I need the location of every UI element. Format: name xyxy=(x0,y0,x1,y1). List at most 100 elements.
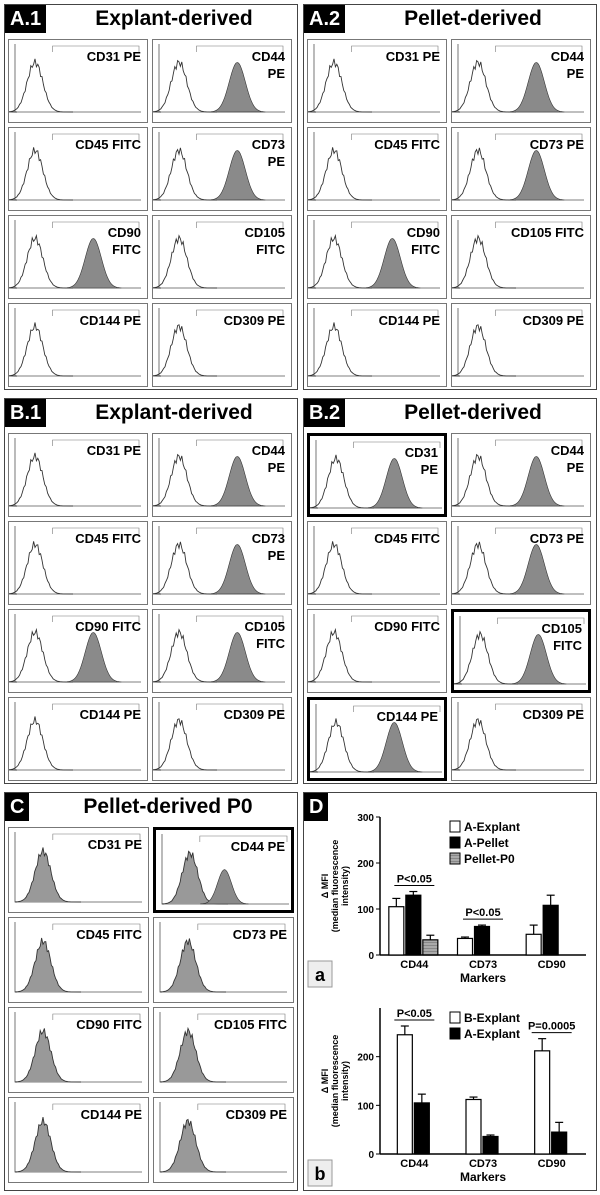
y-tick-label: 0 xyxy=(368,1150,374,1161)
histogram-plot: CD309 PE xyxy=(152,697,292,781)
x-tick-label: CD90 xyxy=(538,1158,566,1170)
x-tick-label: CD44 xyxy=(400,959,429,971)
histogram-plot: CD73 PE xyxy=(451,521,591,605)
histogram-marker-label: CD73 PE xyxy=(232,927,287,942)
legend-swatch xyxy=(449,1027,461,1040)
y-tick-label: 200 xyxy=(357,1053,374,1064)
bar xyxy=(542,904,559,956)
histogram-plot: CD309 PE xyxy=(451,303,591,387)
y-tick-label: 200 xyxy=(357,859,374,870)
bar xyxy=(388,906,405,956)
histogram-marker-label: CD44 PE xyxy=(550,49,584,81)
bar xyxy=(456,937,474,956)
histogram-marker-label: CD90 FITC xyxy=(76,1017,142,1032)
histogram-marker-label: CD45 FITC xyxy=(374,137,440,152)
histogram-plot: CD105 FITC xyxy=(451,609,591,693)
panel-b2-title: Pellet-derived xyxy=(404,401,542,424)
legend-label: A-Explant xyxy=(464,1027,520,1041)
bar xyxy=(534,1050,551,1155)
histogram-marker-label: CD144 PE xyxy=(378,313,440,328)
panel-b1-tag: B.1 xyxy=(5,399,47,427)
histogram-plot: CD73 PE xyxy=(451,127,591,211)
subpanel-label: a xyxy=(315,965,326,985)
y-axis-label: intensity) xyxy=(340,1061,350,1101)
histogram-marker-label: CD90 FITC xyxy=(374,619,440,634)
histogram-plot: CD31 PE xyxy=(307,433,447,517)
histogram-marker-label: CD31 PE xyxy=(86,49,141,64)
histogram-marker-label: CD309 PE xyxy=(223,707,285,722)
histogram-plot: CD44 PE xyxy=(152,433,292,517)
histogram-marker-label: CD144 PE xyxy=(79,707,141,722)
histogram-plot: CD73 PE xyxy=(153,917,294,1003)
histogram-marker-label: CD45 FITC xyxy=(75,137,141,152)
panel-c-title: Pellet-derived P0 xyxy=(83,795,253,818)
histogram-plot: CD45 FITC xyxy=(307,127,447,211)
x-axis-label: Markers xyxy=(460,1170,506,1184)
bar xyxy=(465,1098,482,1155)
histogram-plot: CD105 FITC xyxy=(152,215,292,299)
histogram-plot: CD31 PE xyxy=(8,433,148,517)
significance-label: P=0.0005 xyxy=(528,1021,575,1033)
histogram-plot: CD144 PE xyxy=(307,697,447,781)
histogram-plot: CD144 PE xyxy=(8,697,148,781)
histogram-plot: CD105 FITC xyxy=(152,609,292,693)
histogram-marker-label: CD73 PE xyxy=(251,137,285,169)
histogram-marker-label: CD144 PE xyxy=(79,313,141,328)
histogram-plot: CD144 PE xyxy=(307,303,447,387)
bar xyxy=(551,1131,568,1155)
y-tick-label: 300 xyxy=(357,813,374,824)
histogram-marker-label: CD31 PE xyxy=(86,443,141,458)
y-axis-label: Δ MFI xyxy=(320,1069,330,1093)
bar xyxy=(422,939,439,956)
x-tick-label: CD44 xyxy=(400,1158,429,1170)
histogram-plot: CD105 FITC xyxy=(153,1007,294,1093)
y-axis-label: Δ MFI xyxy=(320,874,330,898)
histogram-marker-label: CD105 FITC xyxy=(511,225,584,240)
histogram-marker-label: CD309 PE xyxy=(522,707,584,722)
histogram-marker-label: CD309 PE xyxy=(522,313,584,328)
subpanel-label-box xyxy=(307,1159,333,1187)
subpanel-label-box xyxy=(307,960,333,988)
histogram-marker-label: CD73 PE xyxy=(529,137,584,152)
bar xyxy=(405,894,422,956)
histogram-marker-label: CD309 PE xyxy=(225,1107,287,1122)
histogram-plot: CD90 FITC xyxy=(307,215,447,299)
panel-a2-title: Pellet-derived xyxy=(404,7,542,30)
histogram-plot: CD90 FITC xyxy=(8,215,148,299)
bar xyxy=(482,1135,499,1155)
histogram-marker-label: CD105 FITC xyxy=(214,1017,287,1032)
histogram-plot: CD44 PE xyxy=(451,39,591,123)
histogram-plot: CD144 PE xyxy=(8,303,148,387)
histogram-marker-label: CD144 PE xyxy=(376,709,438,724)
histogram-plot: CD44 PE xyxy=(153,827,294,913)
histogram-marker-label: CD105 FITC xyxy=(244,619,285,651)
histogram-plot: CD45 FITC xyxy=(8,917,149,1003)
x-tick-label: CD73 xyxy=(469,959,497,971)
histogram-plot: CD31 PE xyxy=(8,39,148,123)
histogram-plot: CD105 FITC xyxy=(451,215,591,299)
histogram-marker-label: CD45 FITC xyxy=(75,531,141,546)
histogram-marker-label: CD73 PE xyxy=(251,531,285,563)
histogram-plot: CD90 FITC xyxy=(307,609,447,693)
histogram-marker-label: CD45 FITC xyxy=(374,531,440,546)
histogram-plot: CD73 PE xyxy=(152,127,292,211)
panel-b1-title: Explant-derived xyxy=(95,401,253,424)
histogram-marker-label: CD44 PE xyxy=(230,839,285,854)
histogram-marker-label: CD73 PE xyxy=(529,531,584,546)
histogram-plot: CD309 PE xyxy=(152,303,292,387)
histogram-plot: CD144 PE xyxy=(8,1097,149,1183)
histogram-marker-label: CD31 PE xyxy=(385,49,440,64)
bar xyxy=(396,1034,413,1155)
legend-label: A-Pellet xyxy=(464,836,509,850)
histogram-marker-label: CD44 PE xyxy=(251,443,285,475)
histogram-plot: CD31 PE xyxy=(307,39,447,123)
histogram-marker-label: CD105 FITC xyxy=(541,621,582,653)
panel-d-tag: D xyxy=(304,793,329,821)
histogram-marker-label: CD144 PE xyxy=(80,1107,142,1122)
histogram-plot: CD309 PE xyxy=(153,1097,294,1183)
histogram-plot: CD44 PE xyxy=(152,39,292,123)
